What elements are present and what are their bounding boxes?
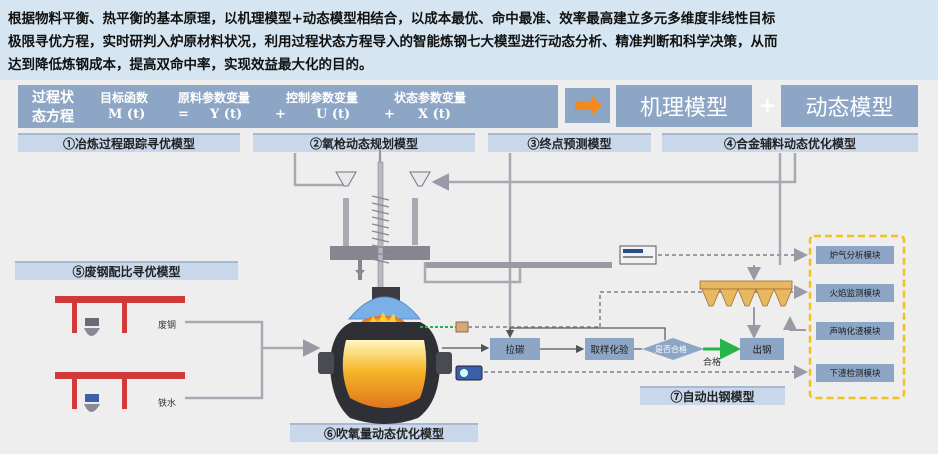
state-variable-label: 状态参数变量 (394, 91, 467, 105)
module-sonar-slag: 声呐化渣模块 (816, 322, 894, 340)
model-header-2: ②氧枪动态规划模型 (253, 133, 475, 152)
formula-y: Y (t) (210, 107, 243, 122)
model-header-7: ⑦自动出钢模型 (640, 386, 785, 405)
arrow-right-icon (575, 95, 602, 116)
formula-plus-2: + (384, 107, 395, 122)
model-header-1: ①冶炼过程跟踪寻优模型 (18, 133, 240, 152)
formula-u: U (t) (316, 107, 351, 122)
mechanism-model-box: 机理模型 (616, 85, 752, 127)
intro-line-1: 根据物料平衡、热平衡的基本原理，以机理模型+动态模型相结合，以成本最优、命中最准… (8, 11, 776, 27)
tapping-box: 出钢 (740, 338, 784, 360)
formula-equals: = (178, 107, 189, 122)
banner-label-line-1: 过程状 (32, 90, 74, 106)
formula-x: X (t) (418, 107, 451, 122)
sampling-box: 取样化验 (585, 338, 634, 360)
control-variable-label: 控制参数变量 (286, 91, 359, 105)
objective-function-label: 目标函数 (100, 91, 149, 105)
formula-plus-1: + (275, 107, 286, 122)
tap-out-box: 拉碳 (490, 338, 540, 360)
model-header-4: ④合金辅料动态优化模型 (662, 133, 918, 152)
arrow-box (565, 88, 610, 123)
is-qualified-label: 是否合格 (655, 345, 687, 354)
qualified-label: 合格 (703, 358, 722, 368)
intro-line-3: 达到降低炼钢成本，提高双命中率，实现效益最大化的目的。 (8, 57, 373, 73)
model-header-3: ③终点预测模型 (488, 133, 651, 152)
intro-text: 根据物料平衡、热平衡的基本原理，以机理模型+动态模型相结合，以成本最优、命中最准… (0, 0, 938, 80)
plus-sign: + (759, 93, 776, 117)
scrap-label: 废钢 (158, 321, 177, 331)
intro-line-2: 极限寻优方程，实时研判入炉原材料状况，利用过程状态方程导入的智能炼钢七大模型进行… (8, 34, 778, 50)
material-variable-label: 原料参数变量 (178, 91, 251, 105)
state-equation-banner: 过程状 态方程 目标函数 原料参数变量 控制参数变量 状态参数变量 M (t) … (18, 85, 558, 128)
model-header-6: ⑥吹氧量动态优化模型 (290, 423, 478, 442)
module-slag-detection: 下渣检测模块 (816, 364, 894, 382)
module-flame-monitoring: 火焰监测模块 (816, 284, 894, 302)
banner-label-line-2: 态方程 (32, 109, 74, 125)
model-header-5: ⑤废钢配比寻优模型 (15, 261, 238, 280)
module-gas-analysis: 炉气分析模块 (816, 246, 894, 264)
formula-m: M (t) (108, 107, 146, 122)
dynamic-model-box: 动态模型 (781, 85, 918, 127)
hot-metal-label: 铁水 (158, 399, 177, 409)
